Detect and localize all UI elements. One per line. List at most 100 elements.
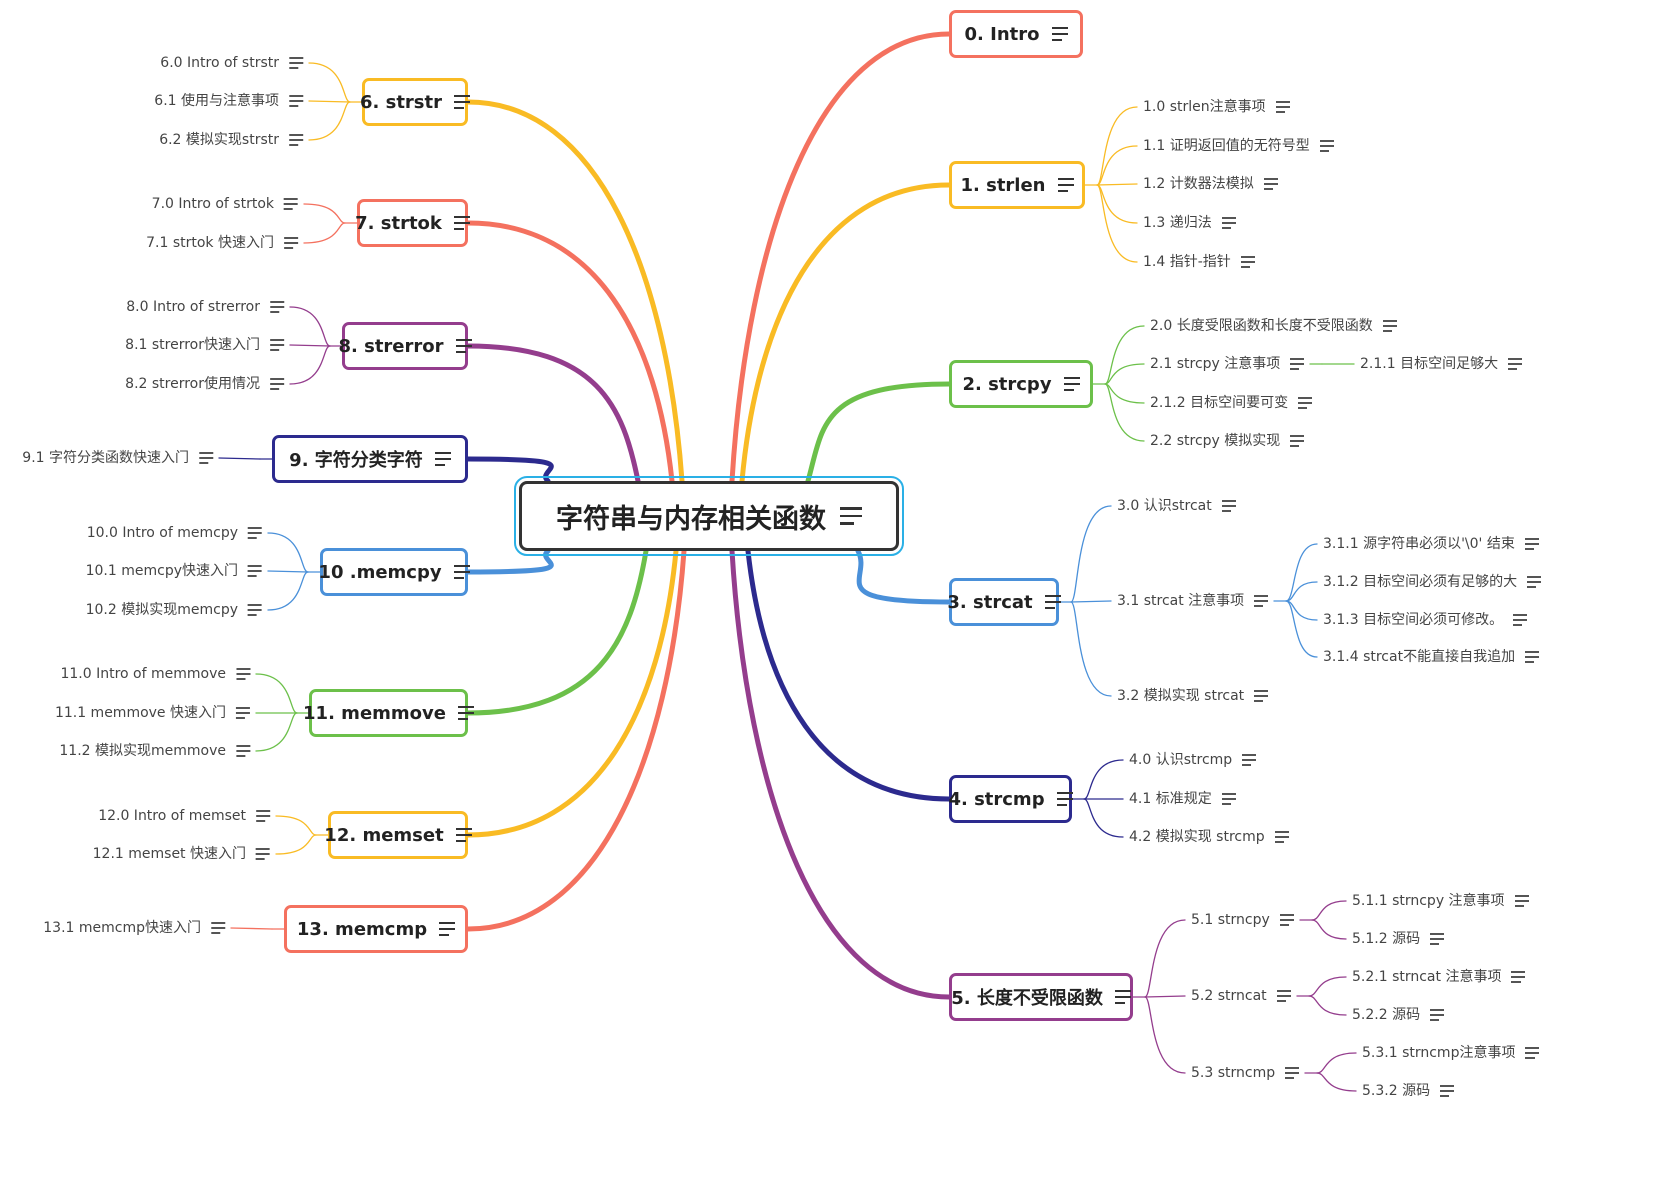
notes-icon[interactable] — [1056, 792, 1073, 806]
subtopic[interactable]: 12.1 memset 快速入门 — [93, 845, 270, 863]
notes-icon[interactable] — [1254, 690, 1269, 702]
notes-icon[interactable] — [211, 922, 225, 934]
child-topic[interactable]: 5.2.2 源码 — [1352, 1006, 1445, 1024]
notes-icon[interactable] — [1057, 178, 1074, 192]
main-topic[interactable]: 10 .memcpy — [318, 548, 470, 596]
subtopic[interactable]: 2.1 strcpy 注意事项 — [1150, 355, 1305, 373]
notes-icon[interactable] — [455, 339, 472, 353]
notes-icon[interactable] — [1276, 990, 1291, 1002]
notes-icon[interactable] — [1525, 651, 1540, 663]
subtopic[interactable]: 1.1 证明返回值的无符号型 — [1143, 137, 1334, 155]
subtopic[interactable]: 1.3 递归法 — [1143, 214, 1236, 232]
central-topic[interactable]: 字符串与内存相关函数 — [514, 476, 904, 556]
notes-icon[interactable] — [453, 565, 470, 579]
main-topic[interactable]: 5. 长度不受限函数 — [949, 973, 1133, 1021]
notes-icon[interactable] — [454, 95, 471, 109]
notes-icon[interactable] — [1508, 358, 1523, 370]
main-topic[interactable]: 0. Intro — [949, 10, 1083, 58]
notes-icon[interactable] — [1319, 140, 1334, 152]
notes-icon[interactable] — [289, 95, 303, 107]
subtopic[interactable]: 6.0 Intro of strstr — [160, 54, 303, 72]
subtopic[interactable]: 2.1.2 目标空间要可变 — [1150, 394, 1313, 412]
notes-icon[interactable] — [270, 339, 284, 351]
subtopic[interactable]: 5.2 strncat — [1191, 987, 1291, 1005]
subtopic[interactable]: 6.2 模拟实现strstr — [159, 131, 303, 149]
child-topic[interactable]: 3.1.2 目标空间必须有足够的大 — [1323, 573, 1542, 591]
subtopic[interactable]: 7.0 Intro of strtok — [152, 195, 298, 213]
notes-icon[interactable] — [1285, 1067, 1300, 1079]
notes-icon[interactable] — [455, 828, 472, 842]
notes-icon[interactable] — [270, 378, 284, 390]
subtopic[interactable]: 11.2 模拟实现memmove — [59, 742, 250, 760]
notes-icon[interactable] — [457, 706, 474, 720]
notes-icon[interactable] — [1514, 895, 1529, 907]
subtopic[interactable]: 1.2 计数器法模拟 — [1143, 175, 1278, 193]
subtopic[interactable]: 5.1 strncpy — [1191, 911, 1294, 929]
subtopic[interactable]: 12.0 Intro of memset — [98, 807, 270, 825]
subtopic[interactable]: 7.1 strtok 快速入门 — [146, 234, 298, 252]
subtopic[interactable]: 4.2 模拟实现 strcmp — [1129, 828, 1289, 846]
child-topic[interactable]: 5.3.2 源码 — [1362, 1082, 1455, 1100]
notes-icon[interactable] — [270, 301, 284, 313]
notes-icon[interactable] — [1290, 358, 1305, 370]
notes-icon[interactable] — [248, 604, 262, 616]
notes-icon[interactable] — [1298, 397, 1313, 409]
main-topic[interactable]: 6. strstr — [360, 78, 471, 126]
notes-icon[interactable] — [1511, 971, 1526, 983]
main-topic[interactable]: 2. strcpy — [949, 360, 1093, 408]
child-topic[interactable]: 3.1.4 strcat不能直接自我追加 — [1323, 648, 1540, 666]
notes-icon[interactable] — [1221, 793, 1236, 805]
main-topic[interactable]: 13. memcmp — [284, 905, 468, 953]
notes-icon[interactable] — [1440, 1085, 1455, 1097]
subtopic[interactable]: 3.1 strcat 注意事项 — [1117, 592, 1269, 610]
notes-icon[interactable] — [439, 922, 456, 936]
notes-icon[interactable] — [289, 57, 303, 69]
notes-icon[interactable] — [256, 848, 270, 860]
notes-icon[interactable] — [256, 810, 270, 822]
main-topic[interactable]: 11. memmove — [303, 689, 474, 737]
child-topic[interactable]: 5.2.1 strncat 注意事项 — [1352, 968, 1526, 986]
notes-icon[interactable] — [1527, 576, 1542, 588]
notes-icon[interactable] — [1524, 538, 1539, 550]
subtopic[interactable]: 5.3 strncmp — [1191, 1064, 1300, 1082]
subtopic[interactable]: 4.0 认识strcmp — [1129, 751, 1257, 769]
notes-icon[interactable] — [453, 216, 470, 230]
notes-icon[interactable] — [1221, 500, 1236, 512]
subtopic[interactable]: 2.2 strcpy 模拟实现 — [1150, 432, 1305, 450]
subtopic[interactable]: 13.1 memcmp快速入门 — [43, 919, 225, 937]
child-topic[interactable]: 3.1.1 源字符串必须以'\0' 结束 — [1323, 535, 1539, 553]
notes-icon[interactable] — [1513, 614, 1528, 626]
notes-icon[interactable] — [1240, 256, 1255, 268]
subtopic[interactable]: 10.2 模拟实现memcpy — [86, 601, 262, 619]
notes-icon[interactable] — [840, 507, 862, 525]
notes-icon[interactable] — [236, 668, 250, 680]
subtopic[interactable]: 9.1 字符分类函数快速入门 — [22, 449, 213, 467]
main-topic[interactable]: 4. strcmp — [948, 775, 1073, 823]
subtopic[interactable]: 4.1 标准规定 — [1129, 790, 1236, 808]
notes-icon[interactable] — [248, 527, 262, 539]
notes-icon[interactable] — [284, 198, 298, 210]
notes-icon[interactable] — [1525, 1047, 1540, 1059]
notes-icon[interactable] — [1063, 377, 1080, 391]
child-topic[interactable]: 3.1.3 目标空间必须可修改。 — [1323, 611, 1528, 629]
subtopic[interactable]: 11.0 Intro of memmove — [60, 665, 250, 683]
notes-icon[interactable] — [1382, 320, 1397, 332]
subtopic[interactable]: 3.2 模拟实现 strcat — [1117, 687, 1269, 705]
child-topic[interactable]: 5.3.1 strncmp注意事项 — [1362, 1044, 1540, 1062]
subtopic[interactable]: 2.0 长度受限函数和长度不受限函数 — [1150, 317, 1397, 335]
notes-icon[interactable] — [1279, 914, 1294, 926]
main-topic[interactable]: 12. memset — [324, 811, 472, 859]
notes-icon[interactable] — [236, 707, 250, 719]
subtopic[interactable]: 8.0 Intro of strerror — [126, 298, 284, 316]
main-topic[interactable]: 3. strcat — [947, 578, 1061, 626]
notes-icon[interactable] — [1114, 990, 1131, 1004]
notes-icon[interactable] — [1430, 933, 1445, 945]
notes-icon[interactable] — [199, 452, 213, 464]
subtopic[interactable]: 6.1 使用与注意事项 — [154, 92, 303, 110]
notes-icon[interactable] — [1044, 595, 1061, 609]
notes-icon[interactable] — [1221, 217, 1236, 229]
subtopic[interactable]: 3.0 认识strcat — [1117, 497, 1236, 515]
subtopic[interactable]: 10.0 Intro of memcpy — [87, 524, 262, 542]
notes-icon[interactable] — [1274, 831, 1289, 843]
main-topic[interactable]: 8. strerror — [338, 322, 472, 370]
